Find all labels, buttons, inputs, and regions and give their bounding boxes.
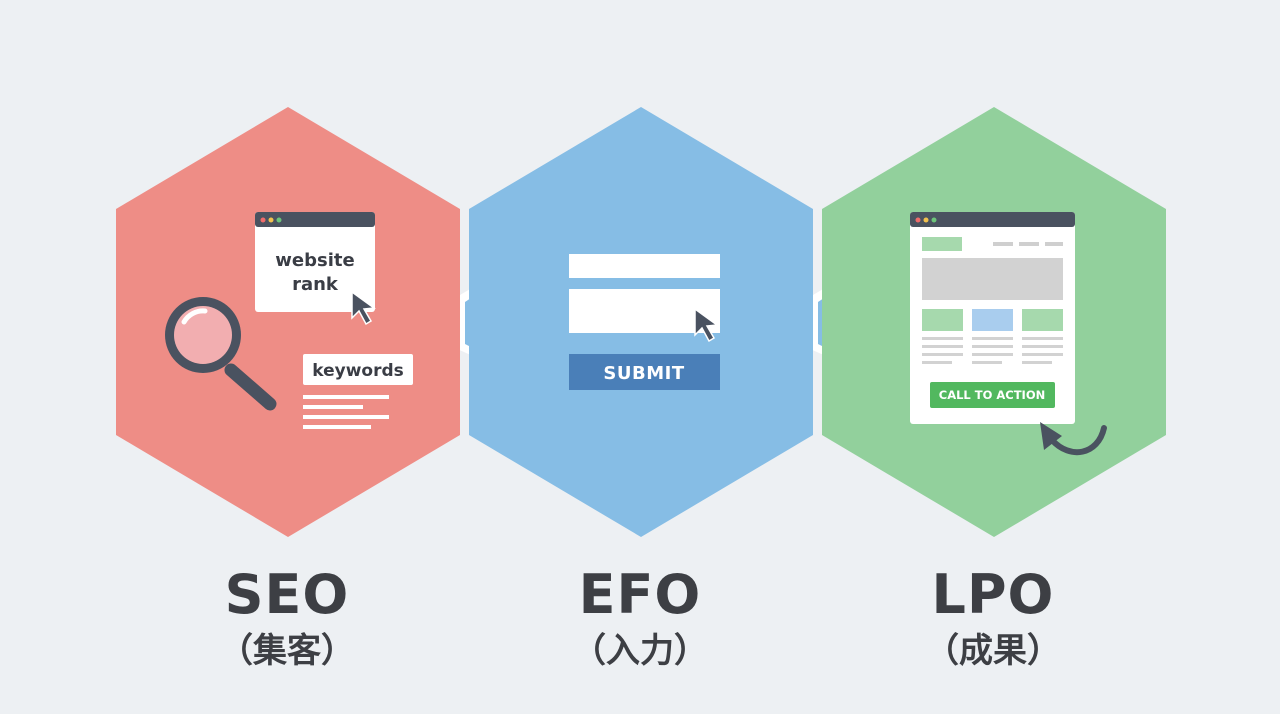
- stage-caption-efo: EFO （入力）: [490, 565, 790, 673]
- stage-subtitle: （成果）: [925, 631, 1061, 671]
- submit-button: SUBMIT: [569, 354, 720, 390]
- cta-button: CALL TO ACTION: [930, 382, 1055, 408]
- browser-text-rank: rank: [292, 274, 339, 295]
- efo-illustration: SUBMIT: [569, 254, 720, 390]
- stage-acronym: EFO: [578, 563, 702, 626]
- cursor-icon: [694, 307, 720, 343]
- lpo-illustration: CALL TO ACTION: [910, 212, 1107, 456]
- browser-text-website: website: [275, 250, 354, 271]
- text-lines: [303, 395, 389, 429]
- magnifier-icon: [165, 297, 277, 411]
- landing-page-window: CALL TO ACTION: [910, 212, 1075, 424]
- stage-subtitle: （入力）: [572, 631, 708, 671]
- keywords-tag: keywords: [303, 354, 413, 385]
- form-field-1: [569, 254, 720, 278]
- stage-caption-seo: SEO （集客）: [137, 565, 437, 673]
- stage-caption-lpo: LPO （成果）: [843, 565, 1143, 673]
- cta-label: CALL TO ACTION: [939, 388, 1046, 402]
- stage-acronym: LPO: [931, 563, 1055, 626]
- stage-subtitle: （集客）: [219, 631, 355, 671]
- stage-acronym: SEO: [224, 563, 350, 626]
- browser-window: website rank: [255, 212, 375, 312]
- seo-illustration: website rank keywords: [165, 212, 413, 429]
- keywords-text: keywords: [312, 361, 404, 381]
- cursor-icon: [351, 290, 377, 326]
- submit-label: SUBMIT: [603, 363, 684, 384]
- curved-arrow-icon: [1040, 422, 1107, 456]
